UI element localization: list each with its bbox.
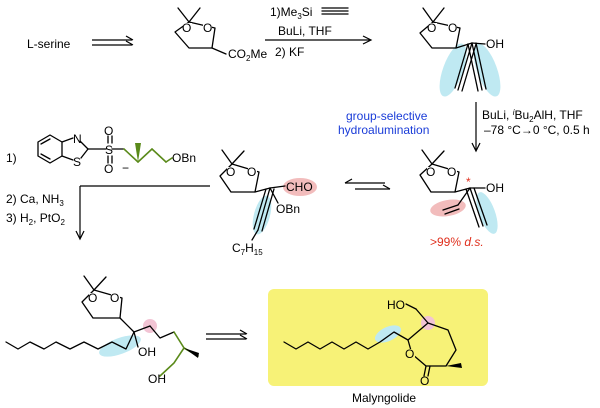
malyngolide-structure: O O HO bbox=[283, 298, 462, 388]
c7h15-label: C7H15 bbox=[232, 241, 263, 257]
anion-charge: − bbox=[122, 161, 129, 175]
aldehyde-label: CHO bbox=[286, 180, 313, 194]
obn-label: OBn bbox=[276, 202, 300, 216]
multistep-arrow-1 bbox=[92, 35, 134, 46]
ring-oxygen: O bbox=[226, 165, 235, 179]
benzothiazole-s: S bbox=[73, 155, 81, 169]
stereocenter-star: * bbox=[466, 175, 471, 189]
diastereoselectivity: >99% d.s. bbox=[430, 235, 484, 249]
reagent-me3si: 1)Me3Si bbox=[270, 5, 312, 21]
obn-label: OBn bbox=[172, 151, 196, 165]
multistep-arrow-2 bbox=[206, 329, 248, 340]
step-3-label: 3) H2, PtO2 bbox=[6, 211, 65, 227]
ring-oxygen: O bbox=[182, 21, 191, 35]
julia-sulfone: 1) N S S O O − OBn bbox=[6, 124, 196, 176]
tertiary-hydroxyl: OH bbox=[138, 345, 156, 359]
acetonide-ester: O O CO2Me bbox=[174, 7, 267, 63]
ring-oxygen: O bbox=[426, 165, 435, 179]
lactone-ring-oxygen: O bbox=[405, 347, 414, 361]
reagent-conditions: –78 °C→0 °C, 0.5 h bbox=[484, 123, 590, 137]
hydroalumination-label: hydroalumination bbox=[338, 123, 429, 137]
sulfone-oxygen: O bbox=[104, 162, 113, 176]
ring-oxygen: O bbox=[448, 21, 457, 35]
alkyne-symbol bbox=[321, 7, 349, 15]
reagent-dibal: BuLi, iBu2AlH, THF bbox=[482, 108, 583, 124]
hydroxyl-label: OH bbox=[486, 37, 504, 51]
ring-oxygen: O bbox=[110, 291, 119, 305]
product-name: Malyngolide bbox=[352, 391, 416, 405]
bis-alkyne-alcohol: O O OH bbox=[419, 7, 504, 97]
hydroxyl-label: OH bbox=[486, 181, 504, 195]
sulfone-oxygen: O bbox=[104, 124, 113, 138]
arrow-julia bbox=[75, 185, 210, 241]
hydroxymethyl-label: HO bbox=[387, 298, 405, 312]
arrow-hydroalumination bbox=[471, 102, 481, 153]
enyne-alcohol: O O OH * bbox=[419, 149, 504, 234]
ring-oxygen: O bbox=[88, 291, 97, 305]
carbonyl-oxygen: O bbox=[420, 374, 429, 388]
primary-hydroxyl: OH bbox=[148, 372, 166, 386]
step-2-label: 2) Ca, NH3 bbox=[6, 192, 64, 208]
co2me-group: CO2Me bbox=[228, 47, 267, 63]
arrow-alkynylation bbox=[265, 35, 373, 45]
ring-oxygen: O bbox=[427, 21, 436, 35]
ring-oxygen: O bbox=[447, 165, 456, 179]
alkynyl-aldehyde: O O CHO OBn C7H15 bbox=[219, 149, 317, 257]
l-serine-label: L-serine bbox=[27, 37, 71, 51]
reagent-kf: 2) KF bbox=[275, 45, 304, 59]
diol-intermediate: O O OH OH bbox=[5, 275, 199, 386]
step-1-label: 1) bbox=[6, 151, 17, 165]
ring-oxygen: O bbox=[203, 21, 212, 35]
ring-oxygen: O bbox=[247, 165, 256, 179]
group-selective-label: group-selective bbox=[346, 109, 428, 123]
reagent-buli: BuLi, THF bbox=[278, 24, 332, 38]
benzothiazole-n: N bbox=[73, 132, 82, 146]
sulfone-s: S bbox=[105, 143, 113, 157]
equilibrium-arrow bbox=[344, 178, 391, 190]
